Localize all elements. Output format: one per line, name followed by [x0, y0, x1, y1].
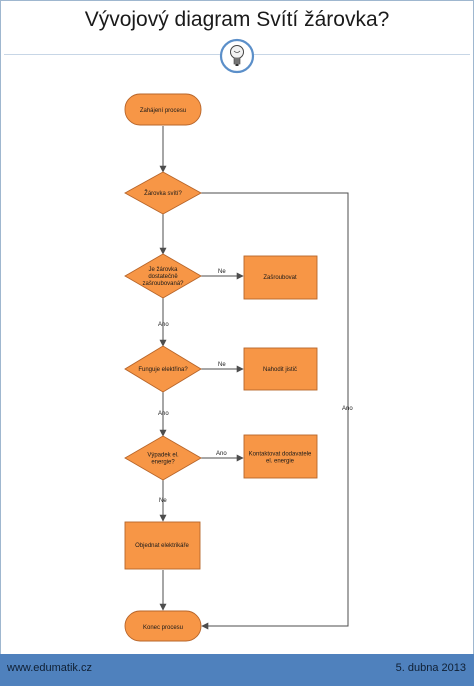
lightbulb-icon	[219, 38, 255, 74]
edge-q4-yes-label: Ano	[216, 451, 227, 457]
node-start	[124, 93, 202, 126]
node-q4-label: Výpadek el.energie?	[147, 453, 179, 466]
edge-q3-yes-label: Ano	[158, 411, 169, 417]
node-end-label: Konec procesu	[143, 625, 183, 631]
node-q3-label: Funguje elektřina?	[138, 367, 188, 373]
node-q1-label: Žárovka svítí?	[144, 189, 182, 197]
edge-q2-yes-label: Ano	[158, 322, 169, 328]
node-q2	[124, 253, 202, 299]
node-a3	[243, 347, 318, 391]
node-start-label: Zahájení procesu	[140, 108, 186, 114]
edge-q2-no-label: Ne	[218, 269, 226, 275]
node-q4	[124, 435, 202, 481]
footer-date: 5. dubna 2013	[395, 662, 466, 674]
footer-bar	[0, 654, 474, 686]
footer-website: www.edumatik.cz	[7, 662, 92, 674]
node-order	[124, 521, 201, 570]
node-a2-label: Zašroubovat	[263, 275, 297, 281]
edge-q4-no-label: Ne	[159, 498, 167, 504]
page-title: Vývojový diagram Svítí žárovka?	[84, 8, 390, 31]
node-a4	[243, 434, 318, 479]
node-a3-label: Nahodit jistič	[263, 367, 297, 373]
node-q3	[124, 345, 202, 393]
node-order-label: Objednat elektrikáře	[135, 543, 189, 549]
node-q1	[124, 171, 202, 215]
node-end	[124, 610, 202, 642]
node-a2	[243, 255, 318, 300]
edge-q1-yes-label: Ano	[342, 406, 353, 412]
edge-q1-end	[201, 192, 349, 630]
edge-q3-no-label: Ne	[218, 362, 226, 368]
